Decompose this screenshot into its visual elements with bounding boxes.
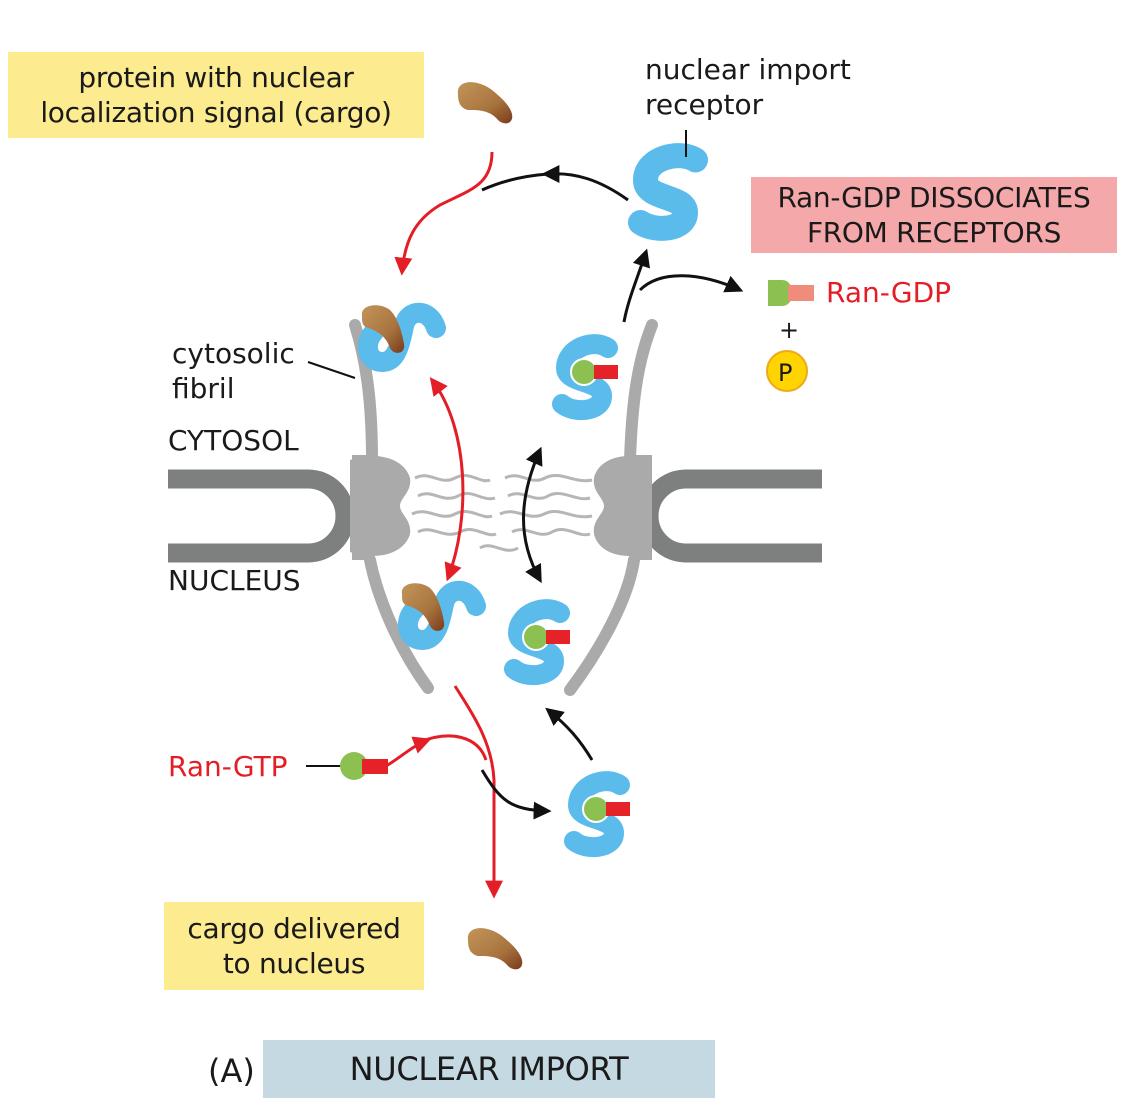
- recycle-arrow-receptor-ran-gtp: [480, 769, 552, 820]
- recycle-arrow-receptor-release: [622, 248, 650, 323]
- cytosolic-fibril-label-line1: cytosolic: [172, 337, 295, 370]
- ran-gtp-label: Ran-GTP: [168, 750, 288, 783]
- cargo-protein-delivered: [467, 928, 523, 970]
- cargo-protein-cytosol: [457, 82, 513, 124]
- ran-gtp-binding-arc: [419, 734, 488, 761]
- recycle-arrow-ran-gdp-release: [638, 274, 744, 293]
- cytosolic-fibril-right: [624, 319, 658, 466]
- receptor-label-line1: nuclear import: [645, 53, 851, 86]
- nuclear-import-receptor: [641, 156, 696, 229]
- cytosolic-fibril-label-line2: fibril: [172, 372, 234, 405]
- dissociation-box-line2: FROM RECEPTORS: [806, 216, 1062, 249]
- recycle-arrow-to-pore: [545, 707, 594, 761]
- receptor-cargo-complex-nucleus: [402, 583, 476, 640]
- ran-gdp-label: Ran-GDP: [826, 276, 951, 309]
- panel-title: NUCLEAR IMPORT: [349, 1049, 629, 1088]
- delivered-box-line2: to nucleus: [222, 947, 366, 980]
- phosphate-icon: [766, 350, 808, 392]
- phosphate-label: P: [778, 359, 792, 387]
- cargo-delivered-box: cargo delivered to nucleus: [164, 902, 424, 990]
- fg-repeat-filaments: [411, 474, 593, 552]
- receptor-label-line2: receptor: [645, 88, 764, 121]
- import-arrow-translocation: [429, 377, 465, 582]
- nuclear-basket-left: [364, 554, 434, 694]
- cytosolic-fibril-left: [349, 319, 378, 466]
- plus-sign: +: [779, 316, 799, 344]
- nuclear-envelope-left: [168, 469, 355, 563]
- nucleus-label: NUCLEUS: [168, 564, 301, 597]
- panel-label: (A): [208, 1052, 255, 1090]
- nuclear-pore-complex: [349, 319, 658, 696]
- ran-gdp-dissociation-box: Ran-GDP DISSOCIATES FROM RECEPTORS: [751, 177, 1117, 253]
- receptor-ran-gtp-nucleus: [514, 609, 570, 675]
- recycle-arrow-receptor-return: [481, 172, 629, 202]
- import-arrow-cargo-release: [453, 685, 503, 899]
- import-arrow-cargo-binding: [394, 151, 494, 276]
- receptor-ran-gtp-cytosol: [562, 344, 618, 410]
- recycle-arrow-export: [522, 446, 543, 584]
- nuclear-envelope-right: [639, 469, 822, 563]
- cytosol-label: CYTOSOL: [168, 424, 299, 457]
- nuclear-basket-right: [564, 554, 640, 696]
- cargo-description-box: protein with nuclear localization signal…: [8, 52, 424, 138]
- receptor-ran-gtp-bound: [574, 781, 630, 847]
- receptor-cargo-complex-cytosol: [362, 305, 436, 362]
- delivered-box-line1: cargo delivered: [187, 912, 401, 945]
- cargo-box-line1: protein with nuclear: [78, 61, 354, 94]
- ran-gdp-molecule: [768, 280, 814, 306]
- ran-gtp-binding-arrow: [385, 736, 432, 768]
- dissociation-box-line1: Ran-GDP DISSOCIATES: [777, 181, 1091, 214]
- fibril-leader-line: [307, 361, 356, 379]
- panel-title-box: NUCLEAR IMPORT: [263, 1040, 715, 1098]
- ran-gtp-molecule: [306, 752, 388, 780]
- cargo-box-line2: localization signal (cargo): [40, 96, 392, 129]
